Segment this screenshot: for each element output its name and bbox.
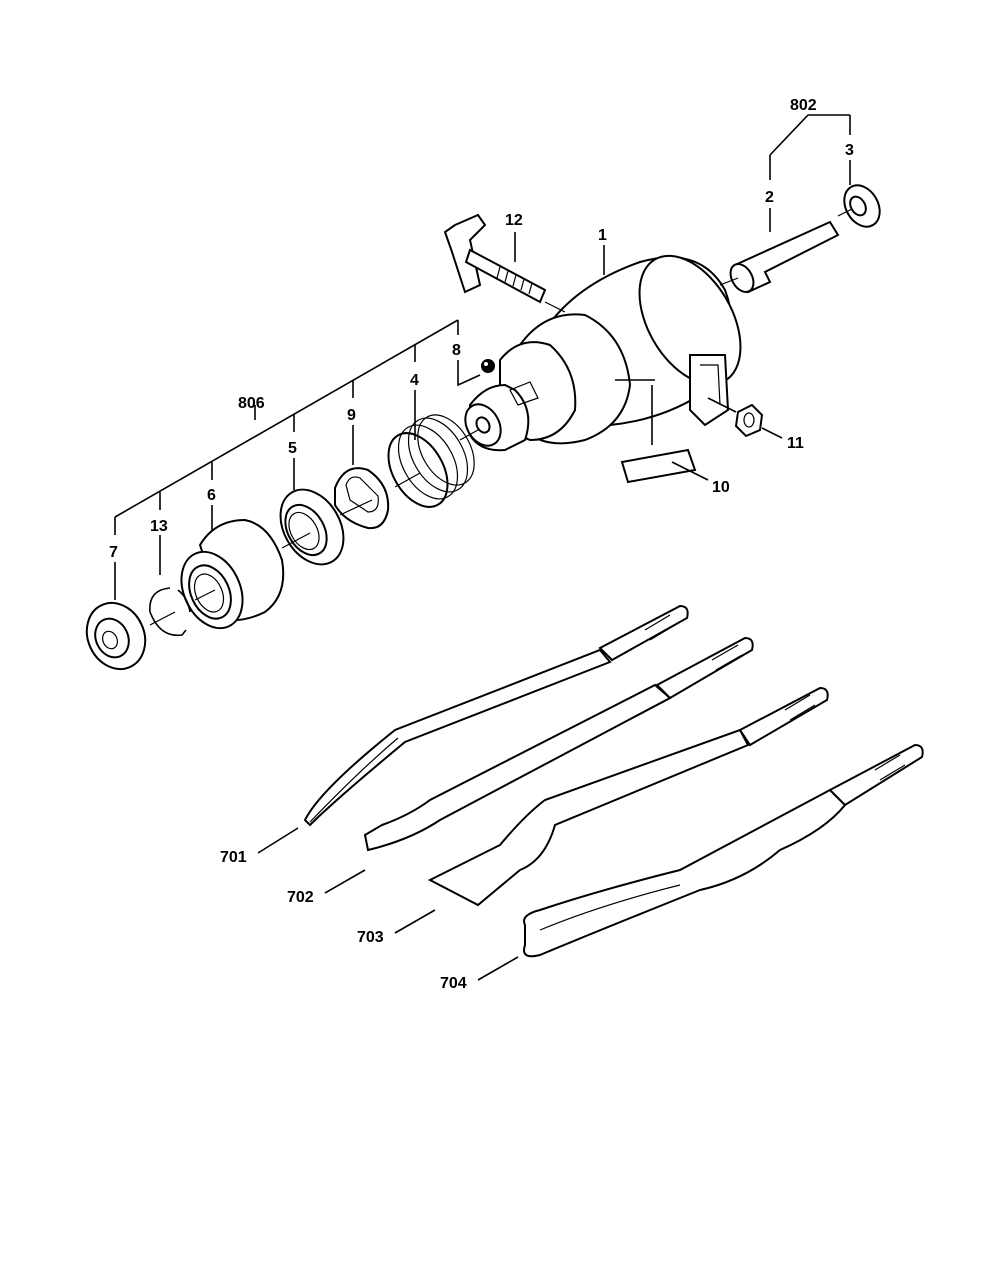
chisel-701 — [303, 604, 689, 827]
label-9: 9 — [347, 407, 356, 424]
label-2: 2 — [765, 189, 774, 206]
circlip-part-13 — [149, 587, 191, 637]
label-8: 8 — [452, 342, 461, 359]
thumb-screw-part-12 — [443, 213, 547, 304]
sleeve-part-6 — [180, 518, 285, 630]
label-12: 12 — [505, 212, 523, 229]
nut-part-11 — [707, 397, 764, 438]
leader-lines — [114, 114, 851, 981]
chisel-703 — [427, 686, 829, 907]
label-plate-part-10 — [620, 385, 697, 484]
assembly-axis-lines — [149, 208, 853, 626]
label-13: 13 — [150, 518, 168, 535]
label-701: 701 — [220, 849, 247, 866]
label-1: 1 — [598, 227, 607, 244]
label-802: 802 — [790, 97, 817, 114]
label-10: 10 — [712, 479, 730, 496]
ball-part-8 — [481, 359, 495, 373]
label-6: 6 — [207, 487, 216, 504]
label-806: 806 — [238, 395, 265, 412]
ring-part-5 — [279, 488, 345, 566]
part-labels: 802 3 2 12 1 8 806 4 9 5 6 13 7 11 10 70… — [109, 97, 854, 992]
washer-part-3 — [843, 184, 881, 228]
retaining-plate-part-9 — [334, 467, 390, 530]
chisel-702 — [363, 636, 754, 852]
label-11: 11 — [787, 435, 804, 452]
label-7: 7 — [109, 544, 118, 561]
label-704: 704 — [440, 975, 467, 992]
label-703: 703 — [357, 929, 384, 946]
label-5: 5 — [288, 440, 297, 457]
cap-part-7 — [85, 601, 147, 671]
housing-part-1 — [464, 254, 742, 452]
label-4: 4 — [410, 372, 419, 389]
label-702: 702 — [287, 889, 314, 906]
pin-part-2 — [729, 220, 840, 294]
label-3: 3 — [845, 142, 854, 159]
spring-part-4 — [387, 414, 475, 508]
chisel-704 — [523, 743, 924, 958]
